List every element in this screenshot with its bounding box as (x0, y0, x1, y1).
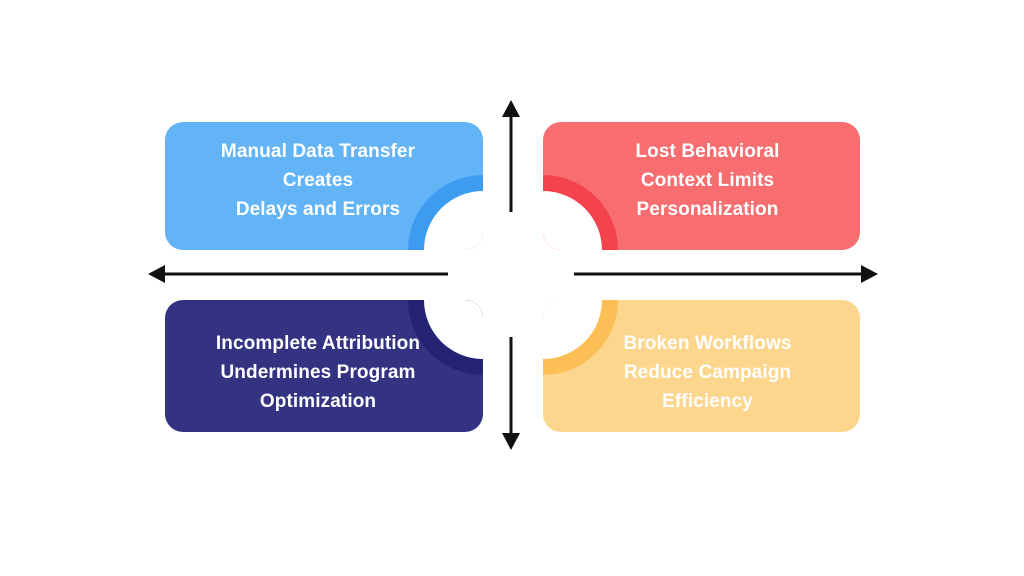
quadrant-label-top-right: Lost Behavioral Context Limits Personali… (635, 140, 780, 220)
arrowhead-right-icon (861, 265, 878, 283)
quadrant-card-bottom-left[interactable]: Incomplete Attribution Undermines Progra… (165, 300, 483, 432)
quadrant-card-top-right[interactable]: Lost Behavioral Context Limits Personali… (543, 122, 860, 250)
quadrant-label-top-left: Manual Data Transfer Creates Delays and … (220, 140, 416, 220)
arrowhead-up-icon (502, 100, 520, 117)
quadrant-card-top-left[interactable]: Manual Data Transfer Creates Delays and … (165, 122, 483, 250)
quadrant-label-bottom-left: Incomplete Attribution Undermines Progra… (215, 332, 421, 412)
arrowhead-down-icon (502, 433, 520, 450)
quadrant-label-bottom-right: Broken Workflows Reduce Campaign Efficie… (623, 332, 792, 412)
arrowhead-left-icon (148, 265, 165, 283)
quadrant-card-bottom-right[interactable]: Broken Workflows Reduce Campaign Efficie… (543, 300, 860, 432)
